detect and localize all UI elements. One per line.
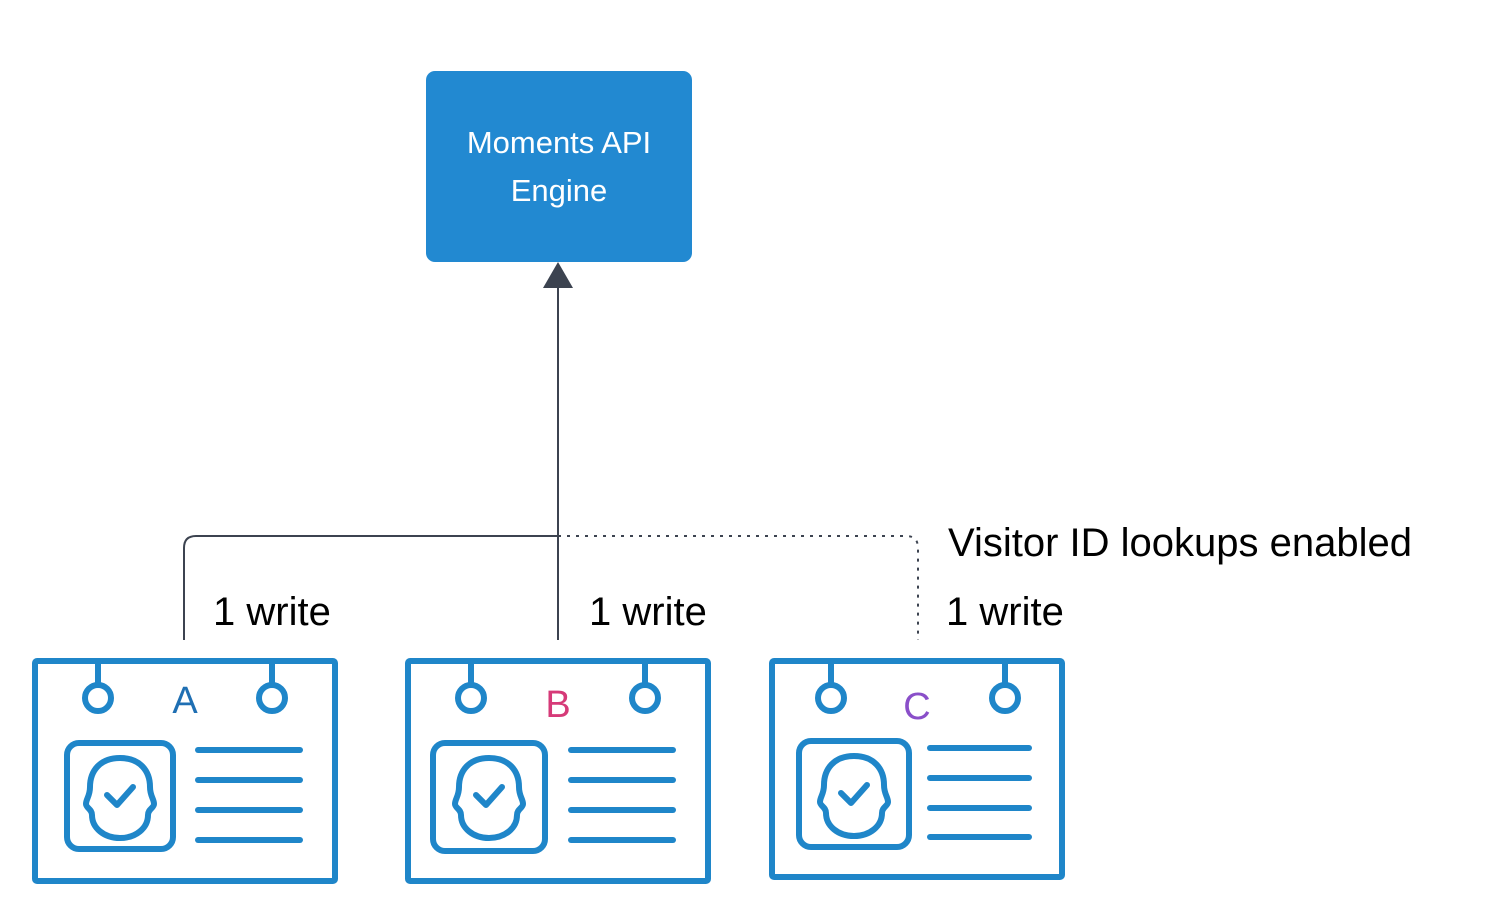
connector-a — [183, 535, 558, 640]
profile-card-icon: B — [405, 658, 711, 884]
write-label-c: 1 write — [946, 590, 1064, 634]
profile-card-a[interactable]: A — [30, 655, 340, 885]
write-label-b: 1 write — [589, 590, 707, 634]
profile-card-icon: C — [769, 658, 1065, 880]
visitor-lookup-label: Visitor ID lookups enabled — [948, 521, 1412, 565]
profile-card-icon: A — [32, 658, 338, 884]
write-label-a: 1 write — [213, 590, 331, 634]
engine-title-line1: Moments API — [466, 124, 652, 160]
profile-letter-b: B — [545, 684, 570, 726]
moments-api-engine[interactable]: Moments API Engine — [426, 71, 692, 262]
profile-card-c[interactable]: C — [767, 655, 1077, 885]
profile-letter-a: A — [172, 680, 198, 722]
engine-title-line2: Engine — [510, 172, 608, 208]
arrowhead — [543, 262, 573, 288]
profile-letter-c: C — [903, 686, 930, 728]
profile-card-b[interactable]: B — [403, 655, 713, 885]
